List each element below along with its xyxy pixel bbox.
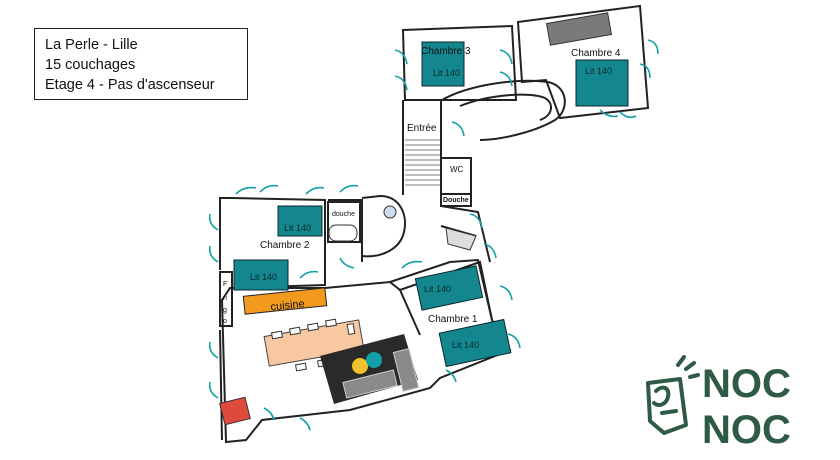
label-chambre4: Chambre 4 bbox=[571, 48, 621, 59]
logo-text-top: NOC bbox=[702, 362, 791, 406]
svg-text:Lit 140: Lit 140 bbox=[250, 272, 277, 282]
svg-text:g: g bbox=[223, 307, 227, 314]
svg-text:cuisine: cuisine bbox=[270, 298, 305, 314]
bed-chambre1-bottom: Lit 140 bbox=[438, 318, 512, 368]
doors bbox=[208, 39, 659, 431]
bed-chambre2-bottom: Lit 140 bbox=[233, 259, 289, 291]
living-rug bbox=[320, 334, 420, 404]
svg-text:Lit 140: Lit 140 bbox=[433, 68, 460, 78]
info-floor: Etage 4 - Pas d'ascenseur bbox=[45, 77, 215, 93]
bed-chambre2-top: Lit 140 bbox=[277, 205, 323, 237]
svg-text:ri: ri bbox=[223, 295, 227, 302]
info-box: La Perle - Lille 15 couchages Etage 4 - … bbox=[34, 28, 248, 100]
stair-steps bbox=[405, 139, 440, 186]
shower-right bbox=[445, 227, 477, 251]
label-wc: WC bbox=[450, 165, 464, 174]
info-capacity: 15 couchages bbox=[45, 57, 136, 73]
svg-text:Lit 140: Lit 140 bbox=[585, 66, 612, 76]
bed-chambre4: Lit 140 bbox=[575, 59, 629, 107]
svg-text:F: F bbox=[223, 281, 227, 288]
walls bbox=[219, 4, 650, 444]
logo-text-bottom: NOC bbox=[702, 408, 791, 450]
bathtub-douche bbox=[328, 224, 358, 242]
bed-chambre3: Lit 140 bbox=[421, 41, 465, 87]
kitchen-counter: cuisine bbox=[242, 287, 328, 315]
washbasin bbox=[383, 205, 397, 219]
label-chambre2: Chambre 2 bbox=[260, 240, 310, 251]
svg-text:Lit 140: Lit 140 bbox=[452, 340, 479, 350]
info-title: La Perle - Lille bbox=[45, 37, 138, 53]
svg-text:Lit 140: Lit 140 bbox=[424, 284, 451, 294]
bed-chambre1-top: Lit 140 bbox=[414, 265, 484, 311]
stove bbox=[219, 396, 251, 426]
noc-noc-logo: NOC NOC bbox=[646, 355, 791, 450]
fist-knock-icon bbox=[646, 355, 700, 435]
label-chambre3: Chambre 3 bbox=[421, 46, 471, 57]
label-chambre1: Chambre 1 bbox=[428, 314, 478, 325]
label-douche-top: douche bbox=[332, 211, 355, 218]
wardrobe-chambre4 bbox=[545, 12, 613, 46]
label-douche-right: Douche bbox=[443, 197, 469, 204]
svg-text:o: o bbox=[223, 318, 227, 325]
fridge: F ri g o bbox=[223, 281, 227, 325]
svg-text:Lit 140: Lit 140 bbox=[284, 223, 311, 233]
label-entree: Entrée bbox=[407, 123, 437, 134]
